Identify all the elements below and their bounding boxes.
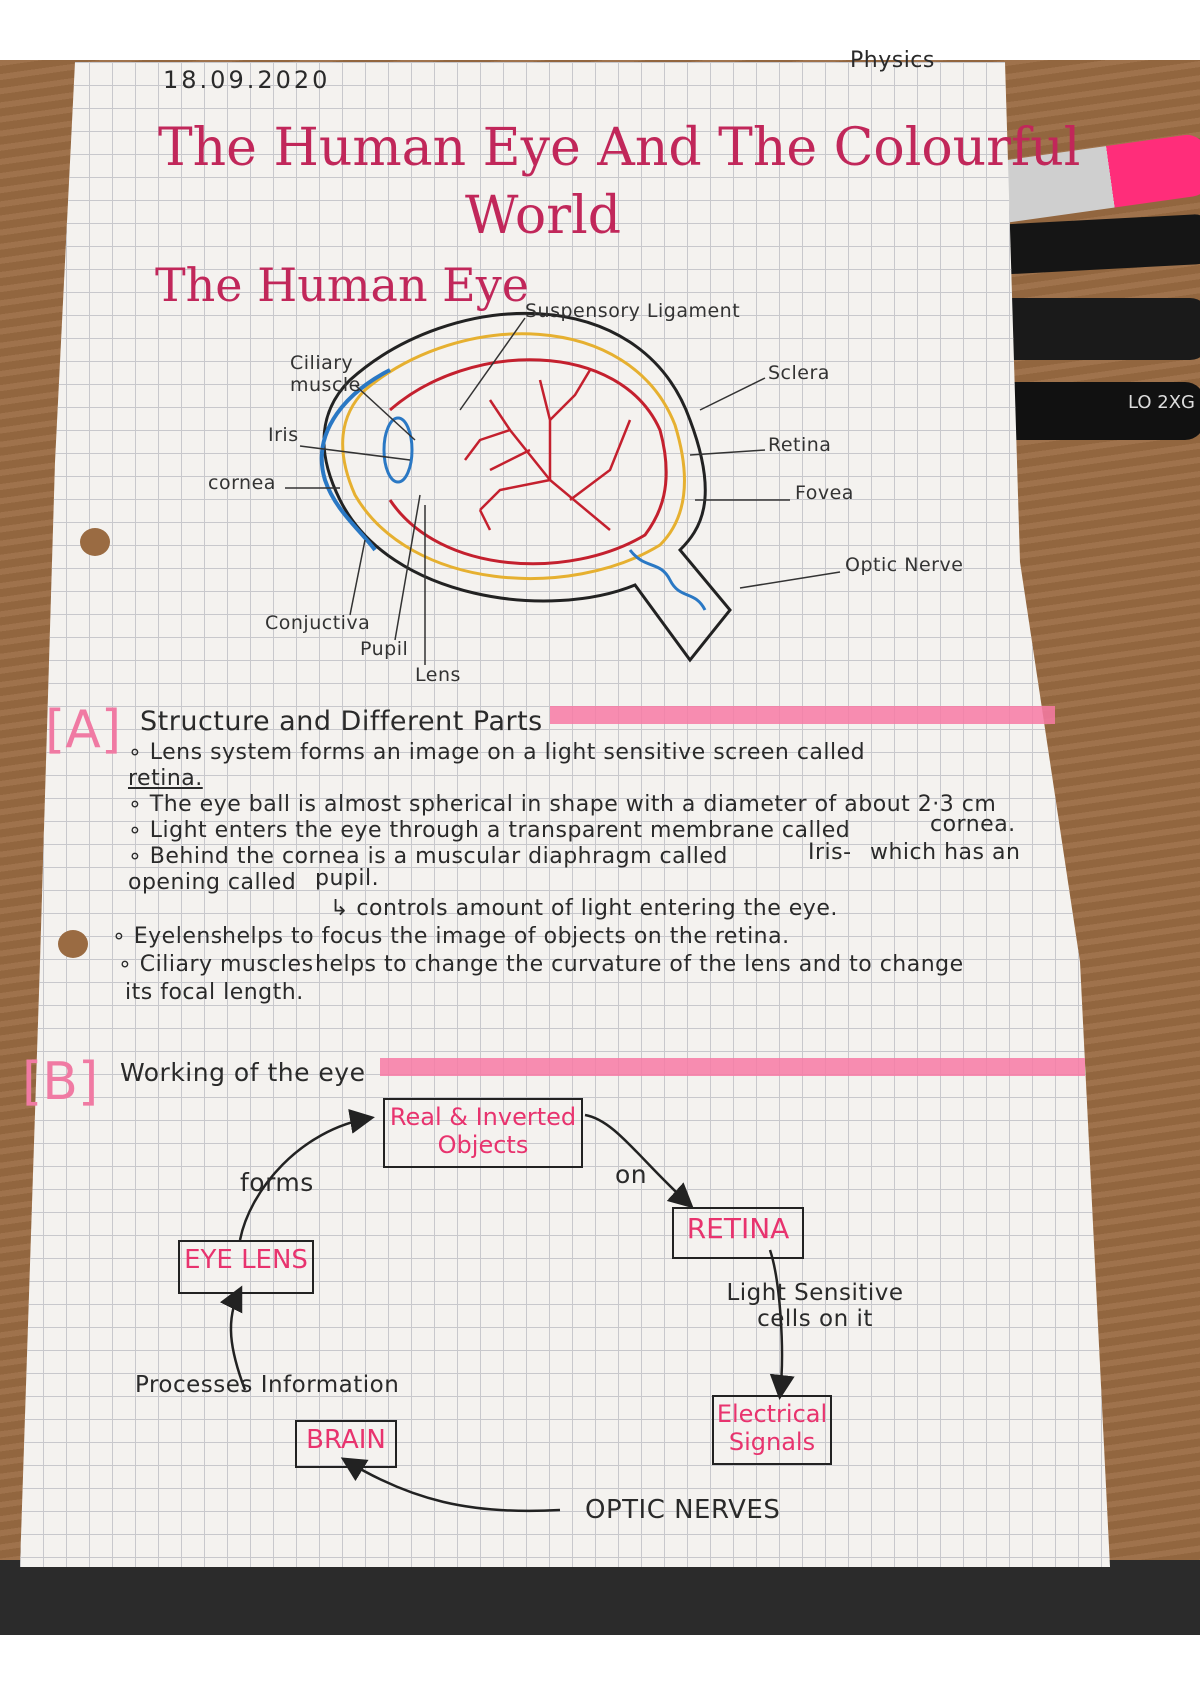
eye-cornea (319, 368, 391, 552)
section-b-heading: Working of the eye (120, 1058, 366, 1087)
grid-paper (20, 62, 1110, 1567)
arrow-label-processes: Processes Information (135, 1372, 400, 1398)
section-a-cornea: cornea. (930, 812, 1016, 837)
section-a-line-2: retina. (128, 766, 203, 791)
eye-retina-layer (388, 358, 668, 566)
label-optic-nerve: Optic Nerve (845, 554, 964, 576)
label-cornea: cornea (208, 472, 276, 494)
label-fovea: Fovea (795, 482, 854, 504)
flow-arrows (219, 1109, 795, 1513)
label-ciliary: Ciliary muscle (290, 352, 361, 396)
section-a-marker: [A] (45, 700, 122, 760)
section-a-line-9: helps to change the curvature of the len… (315, 952, 964, 977)
section-b-highlight (380, 1058, 1085, 1076)
retina-blood-vessels (464, 369, 632, 531)
label-sclera: Sclera (768, 362, 830, 384)
section-a-line-6: opening called (128, 870, 297, 895)
section-a-ciliary: ∘ Ciliary muscles (118, 952, 314, 977)
section-a-line-4: ∘ Light enters the eye through a transpa… (128, 818, 851, 843)
label-pupil: Pupil (360, 638, 409, 660)
date-text: 18.09.2020 (163, 66, 331, 94)
section-a-line-8: helps to focus the image of objects on t… (222, 924, 790, 949)
box-real-inverted: Real & Inverted Objects (383, 1098, 583, 1168)
page-title-line1: The Human Eye And The Colourful (158, 118, 1081, 178)
box-retina: RETINA (672, 1207, 804, 1259)
arrow-label-light-sensitive: Light Sensitive cells on it (726, 1280, 904, 1332)
eye-outer-wall (322, 311, 732, 663)
heading-human-eye: The Human Eye (155, 258, 529, 312)
label-iris: Iris (268, 424, 299, 446)
desk-edge (0, 1560, 1200, 1635)
label-conjunctiva: Conjuctiva (265, 612, 371, 634)
section-a-line-3: ∘ The eye ball is almost spherical in sh… (128, 792, 997, 817)
section-a-eyelens: ∘ Eyelens (112, 924, 223, 949)
box-electrical-signals: Electrical Signals (712, 1395, 832, 1465)
section-a-heading: Structure and Different Parts (140, 706, 543, 737)
section-a-highlight (550, 706, 1055, 724)
label-lens: Lens (415, 664, 461, 686)
box-brain: BRAIN (295, 1420, 397, 1468)
arrow-label-forms: forms (240, 1168, 314, 1197)
page-title-line2: World (465, 186, 621, 246)
section-b-marker: [B] (22, 1052, 99, 1112)
arrow-label-on: on (615, 1160, 648, 1189)
optic-nerve-fibres (628, 549, 707, 611)
eye-lens (382, 416, 414, 484)
pen-brand-text: LO 2XG (1128, 392, 1196, 413)
binder-hole-bottom (58, 930, 88, 958)
section-a-iris-tail: which has an (870, 840, 1021, 865)
section-a-pupil: pupil. (315, 866, 380, 891)
binder-hole-top (80, 528, 110, 556)
section-a-line-5: ∘ Behind the cornea is a muscular diaphr… (128, 844, 728, 869)
label-retina: Retina (768, 434, 832, 456)
label-leader-lines (285, 317, 841, 665)
subject-text: Physics (850, 48, 935, 73)
box-eye-lens: EYE LENS (178, 1240, 314, 1294)
label-suspensory: Suspensory Ligament (525, 300, 741, 322)
eye-diagram (319, 311, 732, 663)
section-a-line-7: ↳ controls amount of light entering the … (330, 896, 838, 921)
arrow-label-optic-nerves: OPTIC NERVES (585, 1495, 781, 1525)
section-a-line-10: its focal length. (125, 980, 304, 1005)
section-a-line-1: ∘ Lens system forms an image on a light … (128, 740, 866, 765)
eye-sclera-inner (341, 332, 686, 581)
section-a-iris: Iris- (808, 840, 852, 865)
